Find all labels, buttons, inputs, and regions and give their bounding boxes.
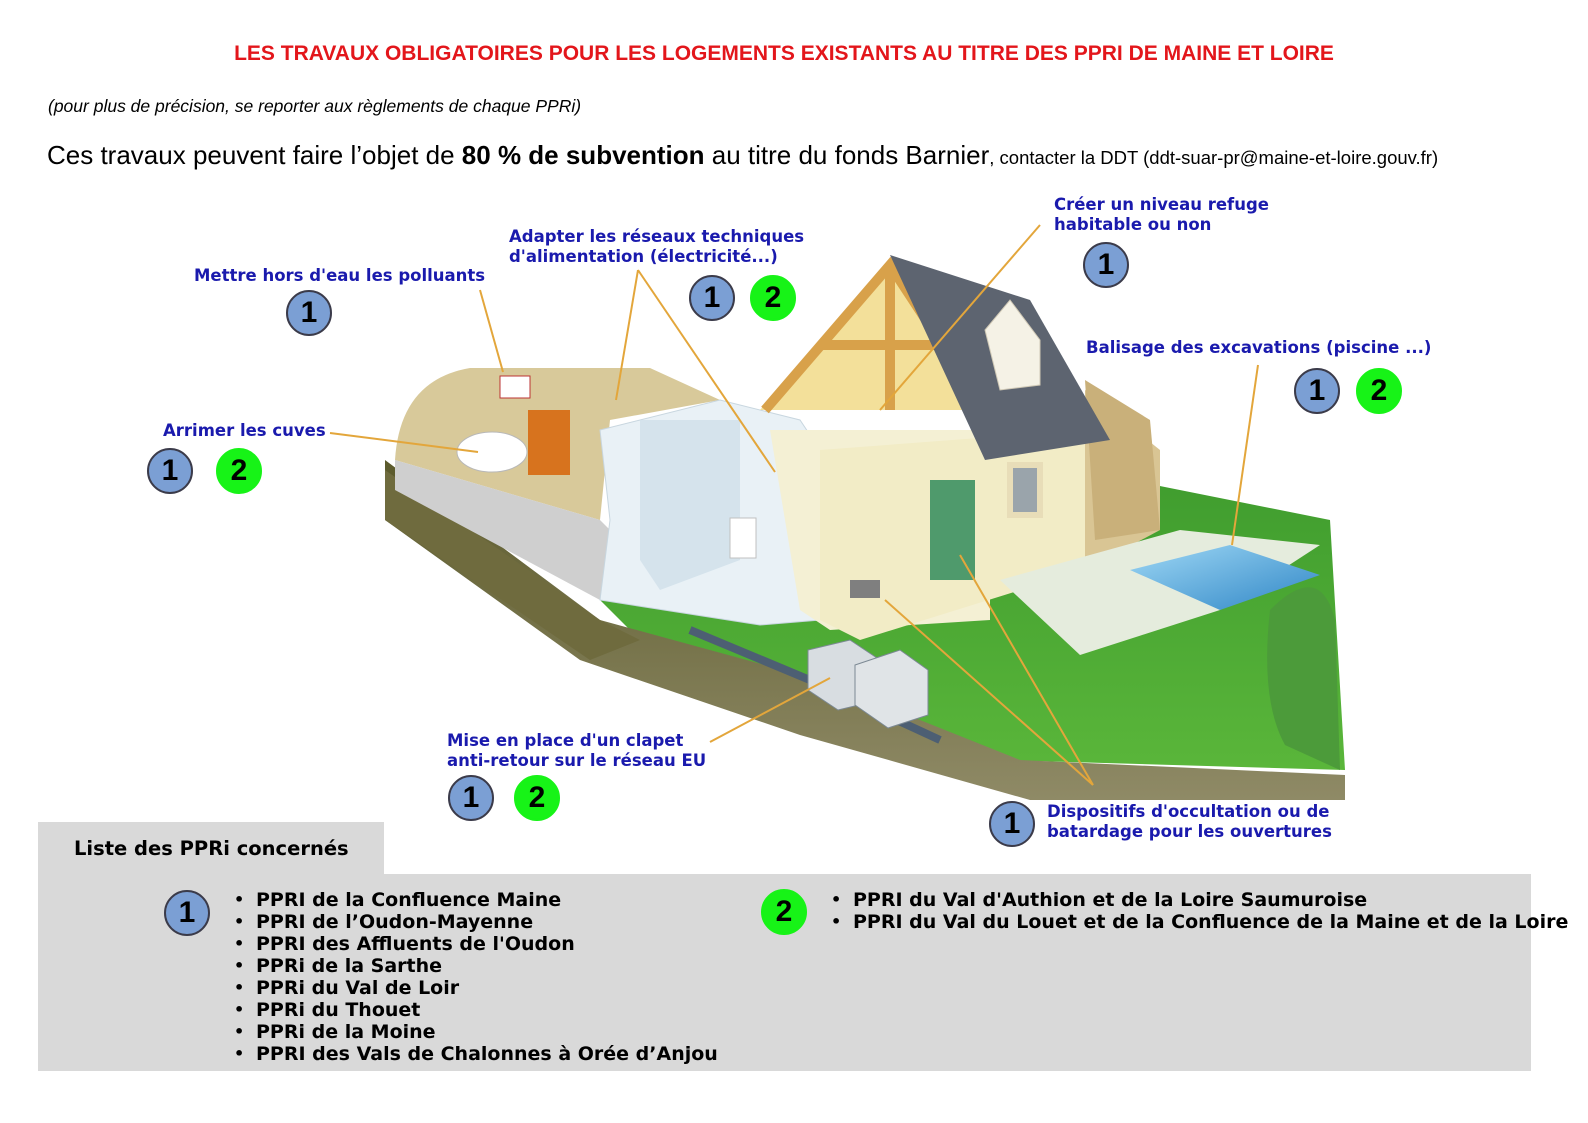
annex bbox=[1085, 380, 1160, 540]
page-subtitle: (pour plus de précision, se reporter aux… bbox=[48, 96, 582, 116]
list-item: PPRi de la Sarthe bbox=[234, 955, 718, 977]
electric-box bbox=[499, 375, 531, 399]
badge-polluants-1: 1 bbox=[286, 290, 332, 336]
badge-balisage-2: 2 bbox=[1356, 368, 1402, 414]
legend-list-1: PPRI de la Confluence Maine PPRI de l’Ou… bbox=[234, 889, 718, 1065]
list-item: PPRi de la Moine bbox=[234, 1021, 718, 1043]
list-item: PPRI du Val d'Authion et de la Loire Sau… bbox=[831, 889, 1568, 911]
legend-list-2: PPRI du Val d'Authion et de la Loire Sau… bbox=[831, 889, 1568, 933]
boiler bbox=[528, 410, 570, 475]
subsidy-prefix: Ces travaux peuvent faire l’objet de bbox=[47, 140, 462, 170]
subsidy-suffix: au titre du fonds Barnier bbox=[704, 140, 990, 170]
legend-tab-label: Liste des PPRi concernés bbox=[74, 837, 349, 860]
badge-cuves-1: 1 bbox=[147, 448, 193, 494]
label-refuge: Créer un niveau refuge habitable ou non bbox=[1054, 195, 1269, 234]
badge-reseaux-2: 2 bbox=[750, 275, 796, 321]
list-item: PPRI de la Confluence Maine bbox=[234, 889, 718, 911]
badge-occultation-1: 1 bbox=[989, 801, 1035, 847]
tank bbox=[456, 431, 528, 473]
label-occultation: Dispositifs d'occultation ou de batardag… bbox=[1047, 802, 1332, 841]
toilet bbox=[729, 517, 757, 559]
manhole-2 bbox=[854, 649, 929, 729]
label-clapet: Mise en place d'un clapet anti-retour su… bbox=[447, 731, 707, 770]
legend-tab: Liste des PPRi concernés bbox=[38, 822, 384, 874]
list-item: PPRI des Vals de Chalonnes à Orée d’Anjo… bbox=[234, 1043, 718, 1065]
page-title: LES TRAVAUX OBLIGATOIRES POUR LES LOGEME… bbox=[234, 42, 1334, 65]
subsidy-highlight: 80 % de subvention bbox=[461, 140, 705, 170]
badge-cuves-2: 2 bbox=[216, 448, 262, 494]
list-item: PPRi du Thouet bbox=[234, 999, 718, 1021]
basement-floor-left bbox=[395, 460, 640, 600]
badge-refuge-1: 1 bbox=[1083, 242, 1129, 288]
list-item: PPRi du Val de Loir bbox=[234, 977, 718, 999]
list-item: PPRI des Affluents de l'Oudon bbox=[234, 933, 718, 955]
list-item: PPRI de l’Oudon-Mayenne bbox=[234, 911, 718, 933]
door bbox=[930, 480, 975, 580]
leader-lines bbox=[329, 224, 1259, 786]
window bbox=[1007, 462, 1043, 518]
roof-attic bbox=[760, 260, 1000, 410]
vent bbox=[850, 580, 880, 598]
label-cuves: Arrimer les cuves bbox=[163, 421, 326, 440]
label-reseaux: Adapter les réseaux techniques d'aliment… bbox=[509, 227, 805, 266]
legend-badge-2: 2 bbox=[761, 889, 807, 935]
pool bbox=[1130, 545, 1320, 610]
subsidy-contact: , contacter la DDT (ddt-suar-pr@maine-et… bbox=[989, 147, 1439, 168]
label-balisage: Balisage des excavations (piscine ...) bbox=[1086, 338, 1432, 357]
badge-reseaux-1: 1 bbox=[689, 275, 735, 321]
hedge bbox=[1267, 587, 1340, 770]
dormer bbox=[984, 299, 1041, 391]
badge-clapet-1: 1 bbox=[448, 775, 494, 821]
badge-clapet-2: 2 bbox=[514, 775, 560, 821]
subsidy-text: Ces travaux peuvent faire l’objet de 80 … bbox=[47, 140, 1438, 171]
legend-badge-1: 1 bbox=[164, 890, 210, 936]
badge-balisage-1: 1 bbox=[1294, 368, 1340, 414]
list-item: PPRI du Val du Louet et de la Confluence… bbox=[831, 911, 1568, 933]
basement-wall-mid bbox=[640, 420, 740, 590]
label-polluants: Mettre hors d'eau les polluants bbox=[194, 266, 486, 285]
